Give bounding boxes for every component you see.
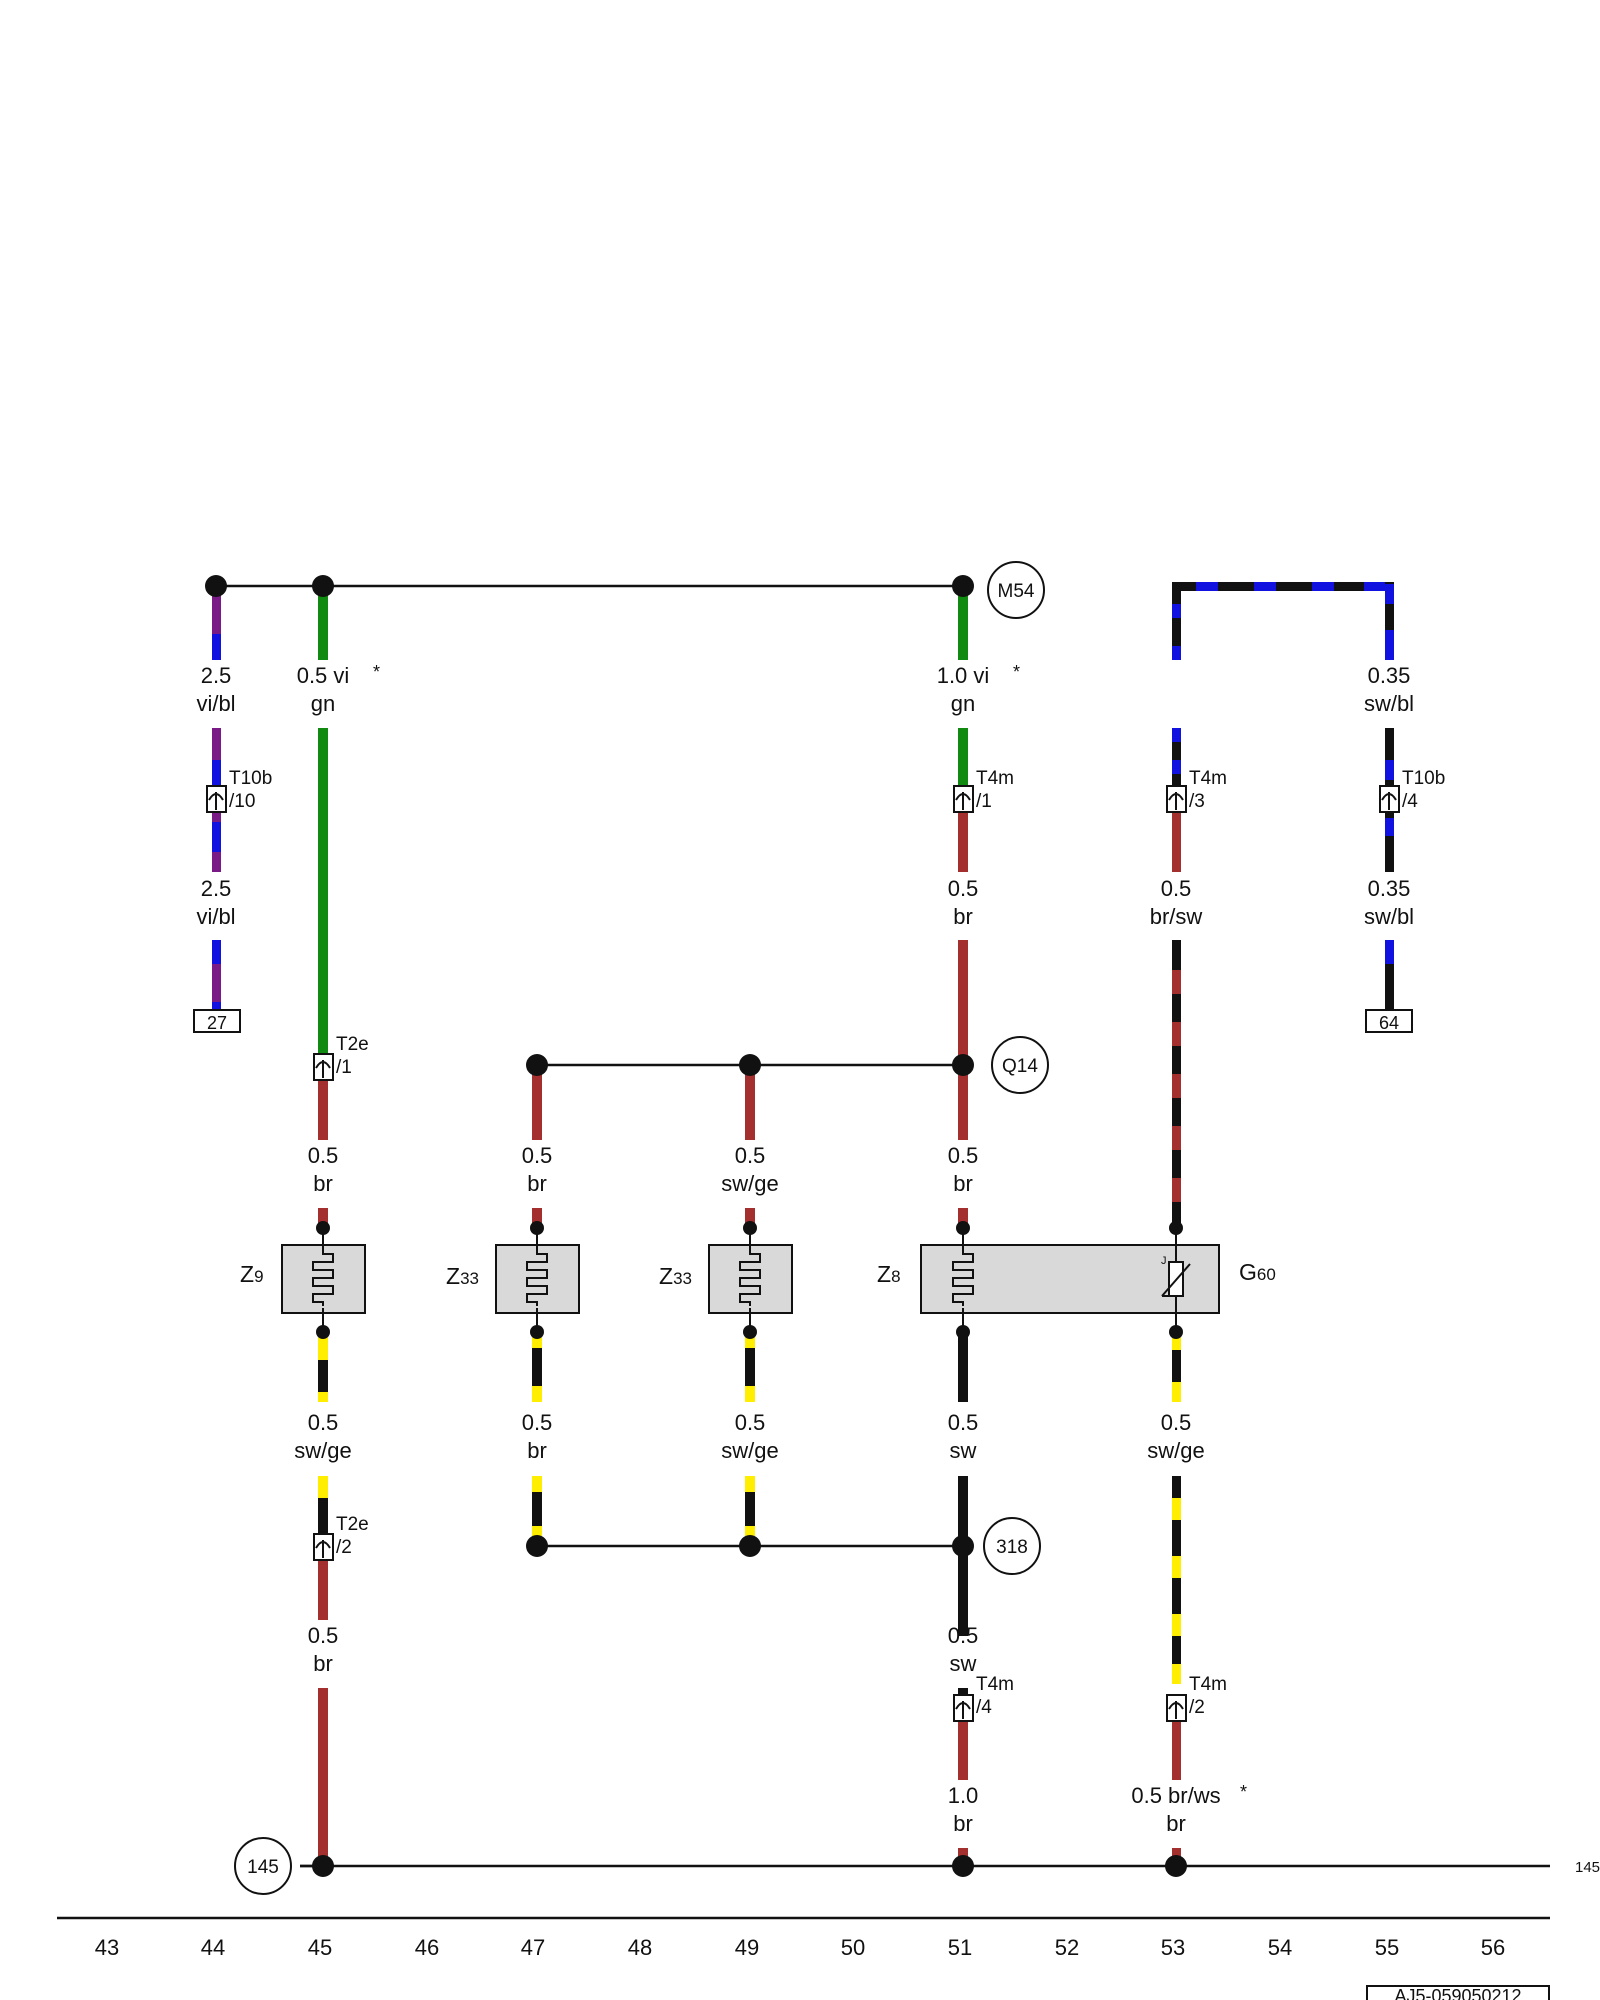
svg-text:27: 27: [207, 1013, 227, 1033]
wire-note: *: [1240, 1782, 1247, 1802]
component-z8-g60: J: [920, 1228, 1220, 1332]
ref-circle-q14: Q14: [991, 1036, 1049, 1094]
ref-box-64: 64: [1365, 1009, 1413, 1033]
wire-branch-col47: [532, 1068, 542, 1542]
connector-label-t2e-2: T2e/2: [336, 1514, 369, 1558]
component-z9: [281, 1228, 366, 1332]
connector-symbol-t10b-4: [1379, 785, 1400, 813]
column-number: 45: [308, 1935, 332, 1960]
ref-circle-m54: M54: [987, 561, 1045, 619]
document-id-box: AJ5-059050212: [1366, 1985, 1550, 2000]
connector-symbol-t10b-10: [206, 785, 227, 813]
column-number: 56: [1481, 1935, 1505, 1960]
connector-symbol-t2e-1: [313, 1053, 334, 1081]
column-number: 43: [95, 1935, 119, 1960]
connector-label-t4m-1: T4m/1: [976, 768, 1014, 812]
column-number: 55: [1375, 1935, 1399, 1960]
column-number: 47: [521, 1935, 545, 1960]
wire-note: *: [373, 662, 380, 682]
wire-branch-col55: [1172, 582, 1394, 1010]
component-label-z33-a: Z33: [446, 1263, 479, 1289]
connector-symbol-t4m-1: [953, 785, 974, 813]
connector-label-t2e-1: T2e/1: [336, 1034, 369, 1078]
connector-label-t10b-10: T10b/10: [229, 768, 272, 812]
junction-dots: [205, 575, 1187, 1877]
ref-box-27: 27: [193, 1009, 241, 1033]
connector-symbol-t4m-4: [953, 1694, 974, 1722]
column-number: 50: [841, 1935, 865, 1960]
component-label-g60: G60: [1239, 1259, 1276, 1285]
column-number: 46: [415, 1935, 439, 1960]
wire-note: *: [1013, 662, 1020, 682]
component-z33-a: [495, 1228, 580, 1332]
component-label-z8: Z8: [877, 1261, 901, 1287]
g60-marker: J: [1161, 1255, 1167, 1267]
connector-label-t10b-4: T10b/4: [1402, 768, 1445, 812]
ground-continuation-ref: 145: [1575, 1859, 1600, 1876]
svg-text:AJ5-059050212: AJ5-059050212: [1394, 1986, 1521, 2000]
component-z33-b: [708, 1228, 793, 1332]
component-label-z9: Z9: [240, 1261, 264, 1287]
ref-circle-318: 318: [983, 1517, 1041, 1575]
svg-text:145: 145: [247, 1857, 279, 1878]
svg-text:M54: M54: [998, 581, 1035, 602]
connector-label-t4m-3: T4m/3: [1189, 768, 1227, 812]
svg-text:64: 64: [1379, 1013, 1399, 1033]
wire-branch-col49: [745, 1068, 755, 1542]
ref-circle-145: 145: [234, 1837, 292, 1895]
column-number: 52: [1055, 1935, 1079, 1960]
column-number: 49: [735, 1935, 759, 1960]
column-number: 54: [1268, 1935, 1292, 1960]
svg-text:Q14: Q14: [1002, 1056, 1038, 1077]
connector-symbol-t2e-2: [313, 1533, 334, 1561]
component-label-z33-b: Z33: [659, 1263, 692, 1289]
column-numbers: 43 44 45 46 47 48 49 50 51 52 53 54 55 5…: [95, 1935, 1505, 1960]
connector-symbol-t4m-2: [1166, 1694, 1187, 1722]
column-number: 53: [1161, 1935, 1185, 1960]
connector-label-t4m-4: T4m/4: [976, 1674, 1014, 1718]
column-number: 44: [201, 1935, 225, 1960]
connector-label-t4m-2: T4m/2: [1189, 1674, 1227, 1718]
svg-text:318: 318: [996, 1537, 1028, 1558]
column-number: 51: [948, 1935, 972, 1960]
connector-symbol-t4m-3: [1166, 785, 1187, 813]
column-number: 48: [628, 1935, 652, 1960]
wire-branch-col45: [318, 590, 328, 1866]
